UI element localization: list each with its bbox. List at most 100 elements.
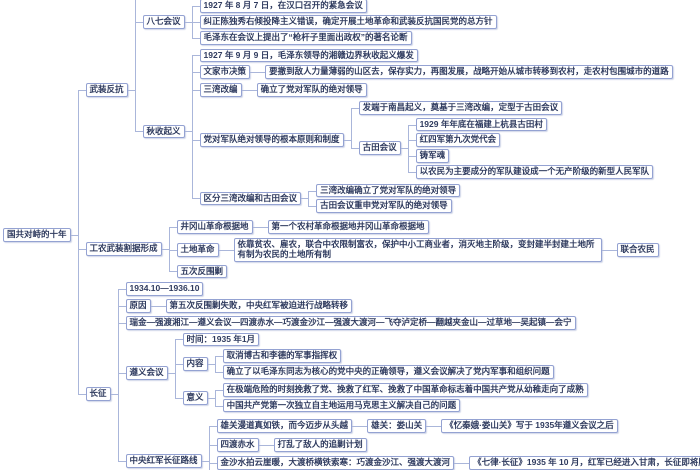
node-box[interactable]: 中国共产党第一次独立自主地运用马克思主义解决自己的问题 — [222, 398, 461, 413]
node-box[interactable]: 要撤到敌人力量薄弱的山区去，保存实力，再图发展，战略开始从城市转移到农村，走农村… — [265, 65, 673, 80]
node-box[interactable]: 联合农民 — [616, 242, 659, 257]
mindmap-node: 1929 年年底在福建上杭县古田村 — [415, 117, 547, 132]
node-box[interactable]: 瑞金—强渡湘江—遵义会议—四渡赤水—巧渡金沙江—强渡大渡河—飞夺泸定桥—翻越夹金… — [125, 315, 576, 330]
node-children: 武装反抗南昌起义以周恩来为书记的前敌委员会及贺龙、叶挺、朱德、刘伯承等人率军在南… — [70, 0, 700, 470]
mindmap-node: 毛泽东在会议上提出了“枪杆子里面出政权”的著名论断 — [199, 30, 412, 45]
mindmap-node: 发端于南昌起义，奠基于三湾改编，定型于古田会议 — [358, 100, 563, 115]
node-box[interactable]: 毛泽东在会议上提出了“枪杆子里面出政权”的著名论断 — [199, 30, 412, 45]
node-label: 红四军第九次党代会 — [419, 134, 497, 145]
node-label: 发端于南昌起义，奠基于三湾改编，定型于古田会议 — [362, 101, 559, 112]
node-branch: 中国共产党第一次独立自主地运用马克思主义解决自己的问题 — [214, 397, 588, 414]
node-children: 三湾改编确立了党对军队的绝对领导古田会议重申党对军队的绝对领导 — [301, 183, 461, 215]
node-children: 1927 年 8 月 7 日，在汉口召开的紧急会议纠正陈独秀右倾投降主义错误，确… — [184, 0, 497, 46]
node-branch: 《七律·长征》1935 年 10 月，红军已经进入甘肃，长征即将胜利 — [461, 455, 700, 470]
node-branch: 时间：1935 年1月 — [174, 332, 588, 348]
node-box[interactable]: 遵义会议 — [125, 366, 168, 380]
node-box[interactable]: 铸军魂 — [415, 149, 450, 163]
node-box[interactable]: 确立了党对军队的绝对领导 — [256, 83, 367, 97]
node-label: 中央红军长征路线 — [129, 454, 198, 465]
node-box[interactable]: 三湾改编 — [199, 83, 242, 97]
node-children: 时间：1935 年1月内容取消博古和李德的军事指挥权确立了以毛泽东同志为核心的党… — [167, 332, 588, 415]
mindmap-node: 长征 1934.10—1936.10 原因 第五次反围剿失败，中央红军被迫进行战略转移… — [85, 281, 700, 470]
node-box[interactable]: 党对军队绝对领导的根本原则和制度 — [199, 133, 344, 148]
node-box[interactable]: 1929 年年底在福建上杭县古田村 — [415, 117, 547, 132]
node-branch: 1927 年 8 月 7 日，在汉口召开的紧急会议 — [191, 0, 497, 14]
node-box[interactable]: 土地革命 — [176, 242, 219, 257]
node-box[interactable]: 意义 — [182, 390, 208, 405]
node-box[interactable]: 内容 — [182, 357, 208, 371]
node-box[interactable]: 《七律·长征》1935 年 10 月，红军已经进入甘肃，长征即将胜利 — [469, 455, 700, 470]
node-box[interactable]: 区分三湾改编和古田会议 — [199, 191, 302, 206]
node-box[interactable]: 金沙水拍云崖暖，大渡桥横铁索寒：巧渡金沙江、强渡大渡河 — [216, 455, 455, 470]
node-box[interactable]: 纠正陈独秀右倾投降主义错误，确定开展土地革命和武装反抗国民党的总方针 — [199, 15, 497, 29]
node-box[interactable]: 雄关漫道真如铁，而今迈步从头越 — [216, 419, 353, 434]
node-box[interactable]: 1927 年 8 月 7 日，在汉口召开的紧急会议 — [199, 0, 367, 14]
node-box[interactable]: 秋收起义 — [142, 124, 185, 139]
node-branch: 秋收起义 1927 年 9 月 9 日，毛泽东领导的湘赣边界秋收起义爆发文家市决策… — [134, 46, 673, 217]
node-label: 四渡赤水 — [220, 439, 255, 450]
node-box[interactable]: 八七会议 — [142, 15, 185, 29]
node-box[interactable]: 五次反围剿 — [176, 264, 228, 279]
mindmap-node: 中国共产党第一次独立自主地运用马克思主义解决自己的问题 — [222, 398, 461, 413]
mindmap-node: 《忆秦娥·娄山关》写于 1935年遵义会议之后 — [441, 419, 618, 434]
node-label: 1927 年 9 月 9 日，毛泽东领导的湘赣边界秋收起义爆发 — [203, 49, 414, 60]
node-box[interactable]: 三湾改编确立了党对军队的绝对领导 — [316, 183, 461, 198]
node-box[interactable]: 古田会议重申党对军队的绝对领导 — [316, 199, 452, 214]
node-box[interactable]: 确立了以毛泽东同志为核心的党中央的正确领导，遵义会议解决了党内军事和组织问题 — [222, 365, 554, 379]
node-box[interactable]: 红四军第九次党代会 — [415, 133, 501, 148]
node-box[interactable]: 1934.10—1936.10 — [125, 282, 204, 297]
mindmap-node: 井冈山革命根据地第一个农村革命根据地井冈山革命根据地 — [176, 219, 429, 235]
mindmap-node: 联合农民 — [616, 242, 659, 257]
node-box[interactable]: 打乱了敌人的追剿计划 — [273, 438, 367, 452]
node-branch: 党对军队绝对领导的根本原则和制度 发端于南昌起义，奠基于三湾改编，定型于古田会议古… — [191, 98, 673, 182]
node-box[interactable]: 第五次反围剿失败，中央红军被迫进行战略转移 — [165, 299, 353, 313]
node-box[interactable]: 武装反抗 — [85, 83, 128, 97]
node-branch: 以农民为主要成分的军队建设成一个无产阶级的新型人民军队 — [407, 163, 654, 180]
mindmap-node: 确立了以毛泽东同志为核心的党中央的正确领导，遵义会议解决了党内军事和组织问题 — [222, 365, 554, 379]
node-label: 区分三湾改编和古田会议 — [203, 192, 298, 203]
node-branch: 长征 1934.10—1936.10 原因 第五次反围剿失败，中央红军被迫进行战略转移… — [77, 280, 700, 470]
node-branch: 土地革命依靠贫农、雇农，联合中农限制富农，保护中小工商业者，消灭地主阶级，变封建… — [168, 236, 659, 264]
mindmap-node: 区分三湾改编和古田会议三湾改编确立了党对军队的绝对领导古田会议重申党对军队的绝对… — [199, 183, 461, 215]
node-box[interactable]: 古田会议 — [358, 141, 401, 156]
node-box[interactable]: 1927 年 9 月 9 日，毛泽东领导的湘赣边界秋收起义爆发 — [199, 48, 418, 63]
node-box[interactable]: 发端于南昌起义，奠基于三湾改编，定型于古田会议 — [358, 100, 563, 115]
node-branch: 《忆秦娥·娄山关》写于 1935年遵义会议之后 — [433, 418, 618, 434]
node-box[interactable]: 文家市决策 — [199, 65, 251, 80]
node-label: 原因 — [129, 300, 147, 311]
node-box[interactable]: 雄关：娄山关 — [367, 419, 427, 434]
node-box[interactable]: 以农民为主要成分的军队建设成一个无产阶级的新型人民军队 — [415, 164, 654, 179]
node-label: 《七律·长征》1935 年 10 月，红军已经进入甘肃，长征即将胜利 — [473, 456, 700, 467]
node-label: 五次反围剿 — [180, 265, 224, 276]
node-children: 打乱了敌人的追剿计划 — [258, 437, 367, 453]
mindmap-node: 国共对峙的十年武装反抗南昌起义以周恩来为书记的前敌委员会及贺龙、叶挺、朱德、刘伯… — [3, 0, 700, 470]
node-box[interactable]: 《忆秦娥·娄山关》写于 1935年遵义会议之后 — [441, 419, 618, 434]
node-box[interactable]: 依靠贫农、雇农，联合中农限制富农，保护中小工商业者，消灭地主阶级，变封建半封建土… — [233, 238, 602, 262]
node-children: 1929 年年底在福建上杭县古田村红四军第九次党代会铸军魂以农民为主要成分的军队… — [400, 117, 654, 180]
node-box[interactable]: 中央红军长征路线 — [125, 453, 202, 468]
node-box[interactable]: 第一个农村革命根据地井冈山革命根据地 — [267, 220, 429, 234]
node-branch: 确立了以毛泽东同志为核心的党中央的正确领导，遵义会议解决了党内军事和组织问题 — [214, 364, 554, 380]
node-branch: 第五次反围剿失败，中央红军被迫进行战略转移 — [157, 298, 353, 314]
node-box[interactable]: 时间：1935 年1月 — [182, 332, 260, 347]
node-label: 遵义会议 — [129, 367, 164, 378]
node-box[interactable]: 在极端危险的时刻挽救了党、挽救了红军、挽救了中国革命标志着中国共产党从幼稚走向了… — [222, 382, 588, 397]
node-label: 金沙水拍云崖暖，大渡桥横铁索寒：巧渡金沙江、强渡大渡河 — [220, 456, 451, 467]
node-label: 三湾改编 — [203, 84, 238, 95]
node-box[interactable]: 国共对峙的十年 — [3, 228, 71, 242]
node-label: 确立了党对军队的绝对领导 — [260, 84, 363, 95]
mindmap-node: 打乱了敌人的追剿计划 — [273, 438, 367, 452]
node-box[interactable]: 工农武装割据形成 — [85, 241, 162, 256]
node-box[interactable]: 取消博古和李德的军事指挥权 — [222, 349, 342, 364]
node-box[interactable]: 井冈山革命根据地 — [176, 220, 253, 234]
node-label: 三湾改编确立了党对军队的绝对领导 — [320, 184, 457, 195]
node-children: 雄关漫道真如铁，而今迈步从头越雄关：娄山关《忆秦娥·娄山关》写于 1935年遵义… — [201, 416, 700, 470]
node-branch: 四渡赤水 打乱了敌人的追剿计划 — [208, 436, 700, 454]
mindmap-node: 1927 年 9 月 9 日，毛泽东领导的湘赣边界秋收起义爆发 — [199, 48, 418, 63]
node-box[interactable]: 四渡赤水 — [216, 438, 259, 452]
mindmap-node: 党对军队绝对领导的根本原则和制度 发端于南昌起义，奠基于三湾改编，定型于古田会议古… — [199, 100, 654, 181]
node-box[interactable]: 原因 — [125, 299, 151, 313]
node-box[interactable]: 长征 — [85, 386, 111, 401]
